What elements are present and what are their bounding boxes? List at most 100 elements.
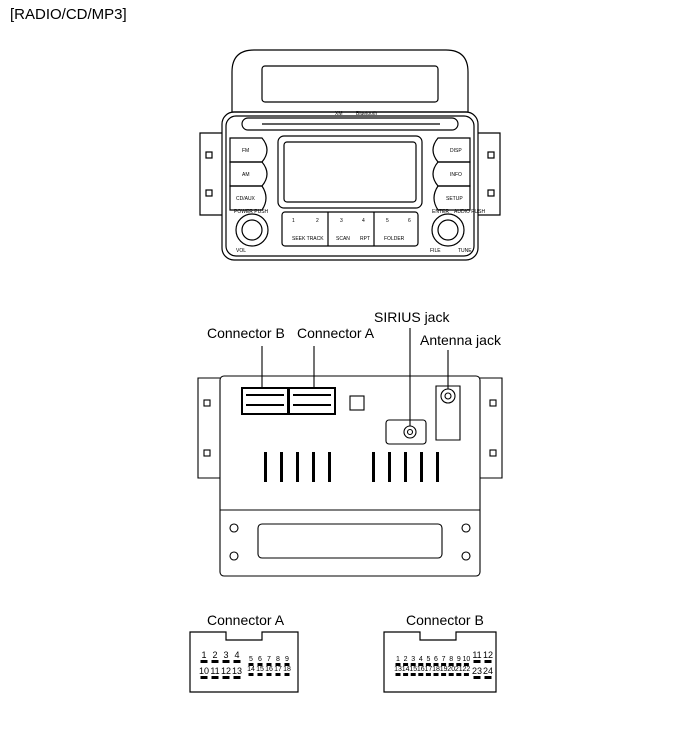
- a-small-top-pin-label: 7: [267, 656, 271, 663]
- a-big-top-pin: [233, 660, 241, 663]
- connector-a-title: Connector A: [207, 612, 285, 628]
- b-small-top-pin: [456, 663, 462, 666]
- b-small-top-pin-label: 5: [426, 656, 430, 663]
- b-small-top-pin-label: 1: [396, 656, 400, 663]
- a-small-bottom-pin-label: 16: [265, 666, 273, 673]
- b-small-bottom-pin-label: 16: [417, 666, 425, 673]
- b-small-bottom-pin-label: 19: [440, 666, 448, 673]
- a-small-bottom-pin: [275, 673, 281, 676]
- b-small-top-pin: [448, 663, 454, 666]
- a-small-bottom-pin: [257, 673, 263, 676]
- b-small-top-pin-label: 9: [457, 656, 461, 663]
- b-small-top-pin-label: 3: [411, 656, 415, 663]
- a-small-bottom-pin: [284, 673, 290, 676]
- b-small-bottom-pin: [463, 673, 469, 676]
- folder-label: FOLDER: [384, 236, 405, 242]
- a-big-bottom-pin-label: 12: [221, 666, 231, 676]
- a-big-bottom-pin-label: 13: [232, 666, 242, 676]
- rpt-label: RPT: [360, 236, 370, 242]
- setup-button[interactable]: SETUP: [446, 196, 463, 202]
- b-small-bottom-pin-label: 18: [432, 666, 440, 673]
- a-big-top-pin: [211, 660, 219, 663]
- audio-label: AUDIO PUSH: [454, 209, 486, 215]
- b-small-bottom-pin: [441, 673, 447, 676]
- preset-3[interactable]: 3: [340, 218, 343, 224]
- b-small-bottom-pin-label: 15: [409, 666, 417, 673]
- b-small-bottom-pin: [410, 673, 416, 676]
- a-small-top-pin: [257, 663, 263, 666]
- xm-logo: XM: [335, 111, 343, 117]
- b-small-top-pin: [463, 663, 469, 666]
- a-big-bottom-pin: [200, 676, 208, 679]
- a-big-bottom-pin-label: 10: [199, 666, 209, 676]
- rear-vent-pattern: [264, 452, 439, 482]
- am-button[interactable]: AM: [242, 172, 250, 178]
- a-small-bottom-pin: [248, 673, 254, 676]
- a-big-top-pin: [200, 660, 208, 663]
- a-small-top-pin: [266, 663, 272, 666]
- info-button[interactable]: INFO: [450, 172, 462, 178]
- preset-4[interactable]: 4: [362, 218, 365, 224]
- b-small-bottom-pin: [418, 673, 424, 676]
- connector-a-label: Connector A: [297, 325, 375, 341]
- a-small-bottom-pin-label: 17: [274, 666, 282, 673]
- page-title: [RADIO/CD/MP3]: [10, 6, 127, 23]
- a-small-bottom-pin: [266, 673, 272, 676]
- preset-1[interactable]: 1: [292, 218, 295, 224]
- b-small-top-pin: [403, 663, 409, 666]
- enter-label: ENTER: [432, 209, 449, 215]
- connector-b-outline: [383, 631, 497, 693]
- a-big-bottom-pin-label: 11: [210, 666, 219, 676]
- a-big-top-pin: [222, 660, 230, 663]
- b-small-top-pin: [441, 663, 447, 666]
- b-small-top-pin-label: 4: [419, 656, 423, 663]
- b-small-top-pin-label: 7: [442, 656, 446, 663]
- b-small-bottom-pin-label: 22: [463, 666, 471, 673]
- fm-button[interactable]: FM: [242, 148, 249, 154]
- b-small-bottom-pin: [456, 673, 462, 676]
- power-label: POWER PUSH: [234, 209, 269, 215]
- a-small-bottom-pin-label: 15: [256, 666, 264, 673]
- tune-label: TUNE: [458, 248, 472, 254]
- a-small-top-pin-label: 5: [249, 656, 253, 663]
- b-small-bottom-pin: [433, 673, 439, 676]
- disp-button[interactable]: DISP: [450, 148, 462, 154]
- bluetooth-logo: Bluetooth: [356, 111, 377, 117]
- connector-a-outline: [189, 631, 299, 693]
- antenna-jack-label: Antenna jack: [420, 332, 501, 348]
- a-big-top-pin-label: 2: [212, 650, 217, 660]
- b-small-bottom-pin-label: 20: [447, 666, 455, 673]
- a-big-top-pin-label: 4: [234, 650, 239, 660]
- connector-b-title: Connector B: [406, 612, 484, 628]
- a-big-bottom-pin: [211, 676, 219, 679]
- scan-label: SCAN: [336, 236, 350, 242]
- b-small-top-pin: [425, 663, 431, 666]
- a-small-top-pin: [248, 663, 254, 666]
- b-small-top-pin: [418, 663, 424, 666]
- seek-track-label: SEEK TRACK: [292, 236, 324, 242]
- a-small-top-pin-label: 8: [276, 656, 280, 663]
- vol-label: VOL: [236, 248, 246, 254]
- a-big-bottom-pin: [222, 676, 230, 679]
- b-big-bottom-pin: [484, 676, 492, 679]
- b-small-bottom-pin: [395, 673, 401, 676]
- b-big-top-pin: [484, 660, 492, 663]
- a-small-top-pin-label: 9: [285, 656, 289, 663]
- b-small-bottom-pin: [448, 673, 454, 676]
- b-small-top-pin-label: 8: [449, 656, 453, 663]
- preset-2[interactable]: 2: [316, 218, 319, 224]
- b-small-top-pin: [410, 663, 416, 666]
- preset-5[interactable]: 5: [386, 218, 389, 224]
- preset-6[interactable]: 6: [408, 218, 411, 224]
- b-small-top-pin: [395, 663, 401, 666]
- b-small-top-pin-label: 6: [434, 656, 438, 663]
- b-big-top-pin-label: 12: [483, 650, 493, 660]
- cd-aux-button[interactable]: CD/AUX: [236, 196, 256, 202]
- a-big-top-pin-label: 1: [201, 650, 206, 660]
- b-small-top-pin: [433, 663, 439, 666]
